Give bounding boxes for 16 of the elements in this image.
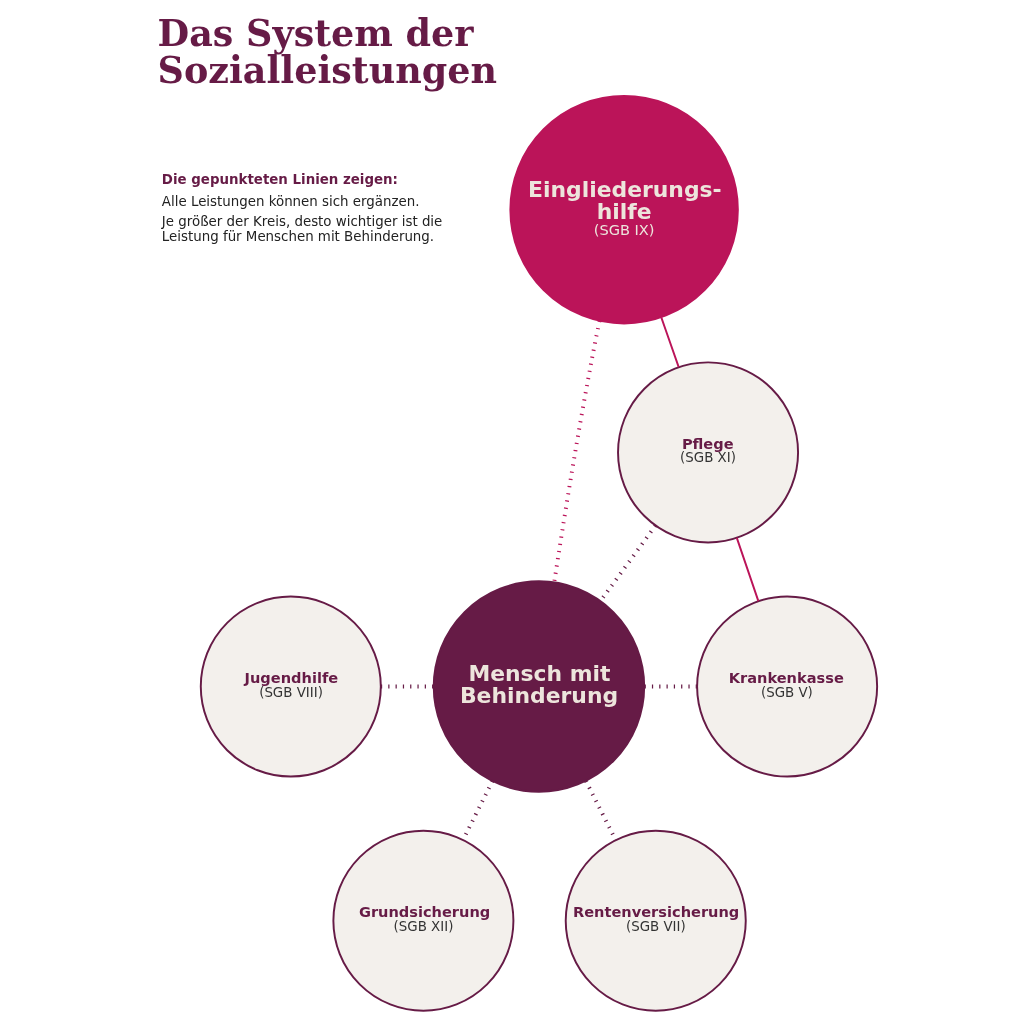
node-circle: Pflege (SGB XI) bbox=[616, 361, 799, 544]
node-circle: Mensch mit Behinderung bbox=[432, 580, 645, 793]
node-circle: Grundsicherung (SGB XII) bbox=[331, 829, 514, 1012]
connector bbox=[659, 316, 680, 369]
label: Je größer der Kreis, desto wichtiger ist die Leistung für Menschen mit Behinderung. bbox=[161, 214, 442, 245]
label: Alle Leistungen können sich ergänzen. bbox=[161, 193, 419, 209]
node-circle: Eingliederungs- hilfe (SGB IX) bbox=[508, 95, 739, 325]
connector bbox=[644, 684, 697, 689]
node-circle: Krankenkasse (SGB V) bbox=[695, 595, 878, 778]
node-circle: Jugendhilfe (SGB VIII) bbox=[199, 595, 382, 778]
node-circle: Rentenversicherung (SGB VII) bbox=[564, 829, 747, 1012]
connector bbox=[380, 684, 434, 689]
diagram-title: Das System der Sozialleistungen bbox=[157, 12, 497, 92]
connector bbox=[551, 320, 601, 583]
connector bbox=[735, 536, 759, 603]
label: Die gepunkteten Linien zeigen: bbox=[161, 171, 398, 187]
